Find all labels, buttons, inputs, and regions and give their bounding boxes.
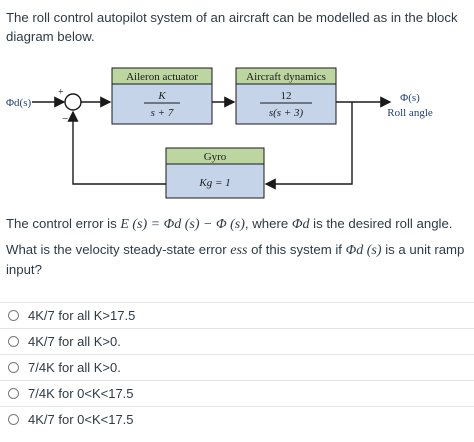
option-label: 4K/7 for all K>17.5 [28, 308, 136, 323]
answer-option-4[interactable]: 7/4K for 0<K<17.5 [0, 380, 474, 406]
feedback-line-right [264, 102, 353, 190]
aileron-actuator-block: Aileron actuator K s + 7 [111, 67, 213, 125]
output-label: Φ(s) [400, 92, 420, 104]
summing-junction [64, 93, 82, 111]
aircraft-numerator: 12 [281, 90, 292, 102]
question-intro: The roll control autopilot system of an … [6, 10, 458, 44]
aileron-denominator: s + 7 [151, 107, 174, 119]
block-diagram: Φd(s) + − Aileron actuator K s + 7 Aircr… [6, 67, 433, 199]
radio-icon[interactable] [8, 388, 19, 399]
input-label: Φd(s) [6, 97, 31, 109]
aircraft-denominator: s(s + 3) [269, 107, 304, 119]
gyro-block: Gyro Kg = 1 [165, 147, 265, 199]
output-caption: Roll angle [387, 107, 433, 119]
plus-sign: + [58, 87, 64, 98]
error-symbol: Φd [291, 217, 310, 232]
option-label: 4K/7 for all K>0. [28, 334, 121, 349]
error-equation: E (s) = Φd (s) − Φ (s) [120, 217, 245, 232]
option-label: 4K/7 for 0<K<17.5 [28, 412, 134, 427]
aircraft-title: Aircraft dynamics [246, 71, 326, 83]
gyro-gain: Kg = 1 [198, 177, 230, 189]
radio-icon[interactable] [8, 362, 19, 373]
ess-symbol: ess [230, 243, 248, 258]
answer-options: 4K/7 for all K>17.5 4K/7 for all K>0. 7/… [0, 302, 474, 432]
option-label: 7/4K for all K>0. [28, 360, 121, 375]
aileron-numerator: K [157, 90, 166, 102]
minus-sign: − [62, 113, 68, 125]
option-label: 7/4K for 0<K<17.5 [28, 386, 134, 401]
answer-option-2[interactable]: 4K/7 for all K>0. [0, 328, 474, 354]
answer-option-1[interactable]: 4K/7 for all K>17.5 [0, 302, 474, 328]
aircraft-dynamics-block: Aircraft dynamics 12 s(s + 3) [235, 67, 337, 125]
aileron-title: Aileron actuator [126, 71, 198, 83]
error-definition: The control error is E (s) = Φd (s) − Φ … [6, 216, 453, 232]
radio-icon[interactable] [8, 336, 19, 347]
question-ask: What is the velocity steady-state error … [6, 242, 465, 277]
feedback-line-left [67, 110, 166, 185]
radio-icon[interactable] [8, 310, 19, 321]
gyro-title: Gyro [204, 151, 227, 163]
answer-option-5[interactable]: 4K/7 for 0<K<17.5 [0, 406, 474, 432]
ramp-input-symbol: Φd (s) [345, 243, 382, 258]
radio-icon[interactable] [8, 414, 19, 425]
answer-option-3[interactable]: 7/4K for all K>0. [0, 354, 474, 380]
